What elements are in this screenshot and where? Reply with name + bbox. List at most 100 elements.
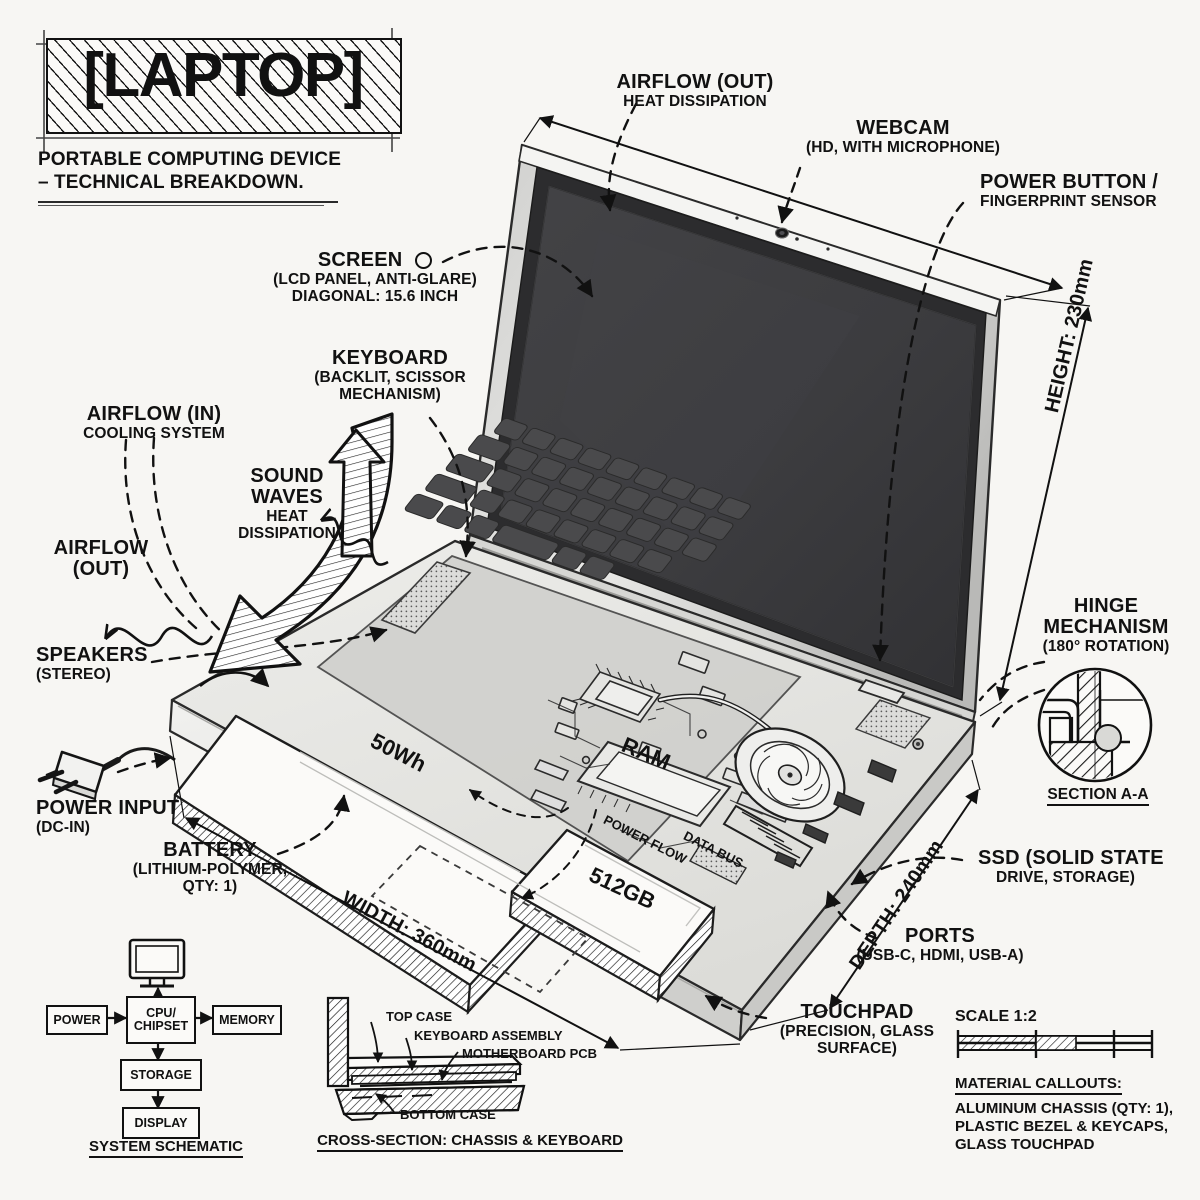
callout-sub-1: (BACKLIT, SCISSOR xyxy=(314,369,466,386)
callout-sub-1: HEAT xyxy=(266,508,308,525)
schematic-node-power[interactable]: POWER xyxy=(46,1005,108,1035)
callout-sound-waves: SOUND WAVES HEAT DISSIPATION xyxy=(222,466,352,543)
callout-battery: BATTERY (LITHIUM-POLYMER, QTY: 1) xyxy=(115,840,305,896)
speaker-curve-arrow xyxy=(199,667,270,688)
callout-screen: SCREEN (LCD PANEL, ANTI-GLARE) DIAGONAL:… xyxy=(255,250,495,306)
crosssection-label-motherboard-pcb: MOTHERBOARD PCB xyxy=(462,1046,598,1061)
scale-block: SCALE 1:2 xyxy=(955,1008,1190,1030)
hinge-section-detail xyxy=(1037,667,1153,783)
schematic-node-label-2: CHIPSET xyxy=(133,1019,189,1033)
title-rule xyxy=(38,201,338,204)
power-button[interactable] xyxy=(857,678,906,705)
callout-title-1: AIRFLOW xyxy=(53,537,149,559)
callout-sub: (180° ROTATION) xyxy=(1042,638,1170,655)
callout-title-2: WAVES xyxy=(251,486,323,508)
callout-title: SPEAKERS xyxy=(36,644,148,666)
callout-airflow-out-top: AIRFLOW (OUT) HEAT DISSIPATION xyxy=(590,72,800,111)
callout-title: KEYBOARD xyxy=(331,347,449,369)
crosssection-label-top-case: TOP CASE xyxy=(386,1009,452,1024)
callout-sub-2: QTY: 1) xyxy=(182,878,238,896)
callout-sub-1: (LITHIUM-POLYMER, xyxy=(132,861,288,878)
schematic-node-display[interactable]: DISPLAY xyxy=(122,1107,200,1139)
material-callouts-heading: MATERIAL CALLOUTS: xyxy=(955,1075,1122,1095)
callout-keyboard: KEYBOARD (BACKLIT, SCISSOR MECHANISM) xyxy=(290,348,490,404)
schematic-node-label: STORAGE xyxy=(130,1067,192,1082)
callout-title-2: MECHANISM xyxy=(1043,616,1169,638)
callout-power-button: POWER BUTTON / FINGERPRINT SENSOR xyxy=(980,171,1195,211)
crosssection-caption-wrap: CROSS-SECTION: CHASSIS & KEYBOARD xyxy=(300,1132,640,1152)
callout-title: BATTERY xyxy=(163,839,257,861)
system-schematic-caption: SYSTEM SCHEMATIC xyxy=(89,1138,243,1158)
callout-hinge: HINGE MECHANISM (180° ROTATION) xyxy=(1012,595,1200,656)
callout-sub: DRIVE, STORAGE) xyxy=(996,869,1136,886)
page-title: [LAPTOP] xyxy=(83,41,364,110)
callout-speakers: SPEAKERS (STEREO) xyxy=(36,644,206,684)
title-frame: [LAPTOP] xyxy=(38,30,408,142)
speaker-grille xyxy=(380,561,472,634)
callout-sub-1: (LCD PANEL, ANTI-GLARE) xyxy=(273,271,477,288)
cross-section-caption: CROSS-SECTION: CHASSIS & KEYBOARD xyxy=(317,1132,623,1152)
callout-ports: PORTS (USB-C, HDMI, USB-A) xyxy=(830,925,1050,965)
material-callouts-block: MATERIAL CALLOUTS: ALUMINUM CHASSIS (QTY… xyxy=(955,1075,1195,1154)
crosssection-label-keyboard-assembly: KEYBOARD ASSEMBLY xyxy=(414,1028,563,1043)
schematic-node-storage[interactable]: STORAGE xyxy=(120,1059,202,1091)
title-hatch-fill xyxy=(46,38,402,134)
callout-sub-2: DIAGONAL: 15.6 INCH xyxy=(291,288,459,306)
scale-label: SCALE 1:2 xyxy=(955,1008,1037,1025)
callout-sub: (DC-IN) xyxy=(36,819,91,836)
subtitle-line-1: PORTABLE COMPUTING DEVICE xyxy=(38,149,341,170)
motherboard-pcb xyxy=(529,651,846,885)
callout-title: POWER INPUT xyxy=(36,797,180,819)
speaker-grille-right xyxy=(854,699,932,749)
callout-title: WEBCAM xyxy=(856,117,950,139)
section-label: SECTION A-A xyxy=(1018,786,1178,807)
balloon-circle-icon xyxy=(415,252,433,270)
callout-sub: COOLING SYSTEM xyxy=(83,425,225,442)
title-block: [LAPTOP] PORTABLE COMPUTING DEVICE – TEC… xyxy=(38,30,408,207)
callout-power-input: POWER INPUT (DC-IN) xyxy=(36,797,216,837)
callout-title: PORTS xyxy=(905,925,975,947)
schematic-node-label: MEMORY xyxy=(219,1012,275,1027)
airflow-arrow-up xyxy=(328,428,386,558)
cooling-fan xyxy=(734,727,846,823)
callout-touchpad: TOUCHPAD (PRECISION, GLASS SURFACE) xyxy=(752,1002,962,1058)
material-line-2: PLASTIC BEZEL & KEYCAPS, xyxy=(955,1118,1169,1135)
callout-sub-2: SURFACE) xyxy=(816,1040,898,1058)
power-plug xyxy=(37,747,176,801)
callout-airflow-out-left: AIRFLOW (OUT) xyxy=(36,538,166,580)
callout-title: AIRFLOW (IN) xyxy=(86,403,222,425)
callout-sub: HEAT DISSIPATION xyxy=(623,93,767,110)
callout-title: TOUCHPAD xyxy=(800,1001,914,1023)
subtitle-line-2: – TECHNICAL BREAKDOWN. xyxy=(38,172,304,194)
schematic-node-memory[interactable]: MEMORY xyxy=(212,1005,282,1035)
material-line-3: GLASS TOUCHPAD xyxy=(955,1136,1095,1153)
schematic-node-cpu-chipset[interactable]: CPU/ CHIPSET xyxy=(126,996,196,1044)
callout-title-2: (OUT) xyxy=(72,558,130,580)
callout-ssd: SSD (SOLID STATE DRIVE, STORAGE) xyxy=(978,847,1198,887)
callout-sub-2: DISSIPATION xyxy=(238,525,336,543)
callout-sub-2: MECHANISM) xyxy=(339,386,441,404)
callout-title: POWER BUTTON / xyxy=(980,171,1158,193)
callout-title: SSD (SOLID STATE xyxy=(978,847,1164,869)
crosssection-label-bottom-case: BOTTOM CASE xyxy=(400,1107,496,1122)
schematic-node-label: DISPLAY xyxy=(134,1115,188,1130)
cross-section-drawing xyxy=(326,996,526,1122)
schematic-caption-wrap: SYSTEM SCHEMATIC xyxy=(48,1138,284,1158)
schematic-node-label: POWER xyxy=(53,1012,101,1027)
callout-sub: (STEREO) xyxy=(36,666,111,683)
section-a-a-caption: SECTION A-A xyxy=(1047,786,1149,807)
callout-sub: (HD, WITH MICROPHONE) xyxy=(805,139,1001,156)
heat-wave-symbol xyxy=(322,518,389,566)
callout-title: SCREEN xyxy=(255,250,495,271)
callout-webcam: WEBCAM (HD, WITH MICROPHONE) xyxy=(788,117,1018,157)
sound-wave-symbol xyxy=(106,628,214,647)
callout-sub: FINGERPRINT SENSOR xyxy=(980,193,1157,210)
schematic-node-label-1: CPU/ xyxy=(146,1006,176,1021)
title-rule-thin xyxy=(38,205,324,207)
callout-title-1: HINGE xyxy=(1073,595,1139,617)
leader-lines xyxy=(116,102,1046,1020)
callout-sub-1: (PRECISION, GLASS xyxy=(779,1023,935,1040)
dimension-lines xyxy=(169,115,1093,1051)
